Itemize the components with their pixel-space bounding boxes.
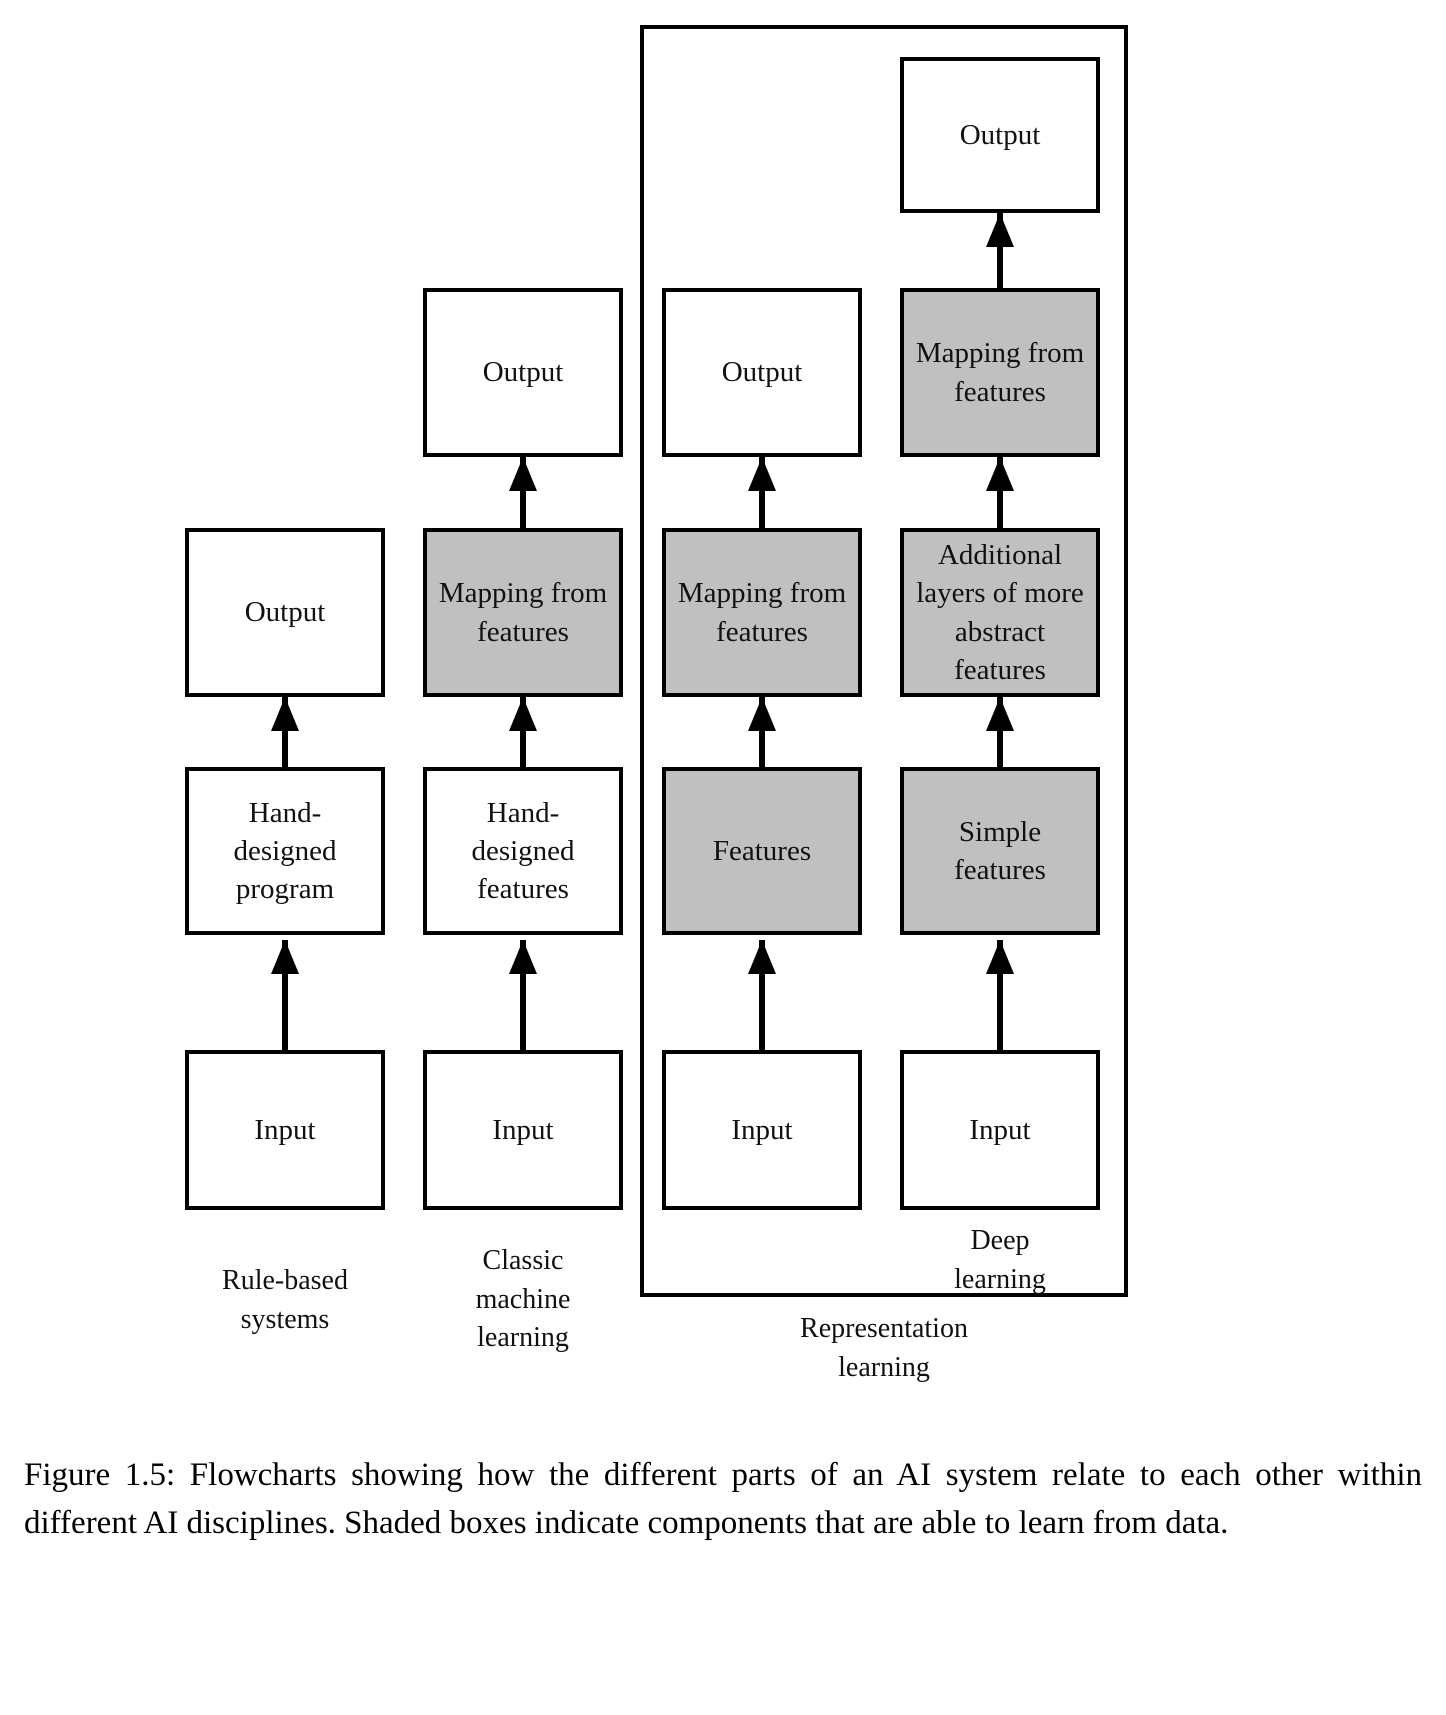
representation-learning-group-frame: [640, 25, 1128, 1297]
node-deep-learning-simple-features: Simple features: [900, 767, 1100, 935]
node-rule-based-output: Output: [185, 528, 385, 697]
node-classic-ml-output: Output: [423, 288, 623, 457]
node-label: Mapping from features: [438, 577, 608, 648]
node-classic-ml-input: Input: [423, 1050, 623, 1210]
column-caption-rule-based-systems: Rule-based systems: [222, 1265, 348, 1335]
node-representation-output: Output: [662, 288, 862, 457]
node-label: Input: [254, 1113, 316, 1146]
node-label: Additional layers of more abstract featu…: [916, 538, 1084, 686]
node-label: Input: [492, 1113, 554, 1146]
node-label: Output: [959, 118, 1041, 151]
node-representation-features: Features: [662, 767, 862, 935]
node-label: Input: [731, 1113, 793, 1146]
node-representation-input: Input: [662, 1050, 862, 1210]
column-caption-classic-machine-learning: Classic machine learning: [475, 1245, 571, 1354]
node-deep-learning-output: Output: [900, 57, 1100, 213]
node-classic-ml-mapping: Mapping from features: [423, 528, 623, 697]
node-representation-mapping: Mapping from features: [662, 528, 862, 697]
group-caption-representation-learning: Representation learning: [800, 1313, 968, 1383]
node-deep-learning-abstract-layers: Additional layers of more abstract featu…: [900, 528, 1100, 697]
node-label: Mapping from features: [677, 577, 847, 648]
node-label: Hand- designed program: [233, 796, 337, 906]
figure-caption: Figure 1.5: Flowcharts showing how the d…: [24, 1452, 1422, 1547]
node-label: Features: [712, 834, 812, 867]
node-deep-learning-input: Input: [900, 1050, 1100, 1210]
node-classic-ml-hand-features: Hand- designed features: [423, 767, 623, 935]
node-label: Output: [721, 356, 803, 389]
node-label: Simple features: [954, 815, 1046, 886]
node-deep-learning-mapping: Mapping from features: [900, 288, 1100, 457]
node-label: Mapping from features: [915, 337, 1085, 408]
node-rule-based-hand-program: Hand- designed program: [185, 767, 385, 935]
node-label: Input: [969, 1113, 1031, 1146]
column-caption-deep-learning: Deep learning: [954, 1225, 1046, 1295]
node-rule-based-input: Input: [185, 1050, 385, 1210]
figure-flowcharts: Input Hand- designed program Output Rule…: [185, 25, 1128, 1383]
node-label: Output: [244, 596, 326, 629]
figure-caption-text: Figure 1.5: Flowcharts showing how the d…: [24, 1457, 1422, 1541]
node-label: Hand- designed features: [471, 796, 575, 906]
node-label: Output: [482, 356, 564, 389]
